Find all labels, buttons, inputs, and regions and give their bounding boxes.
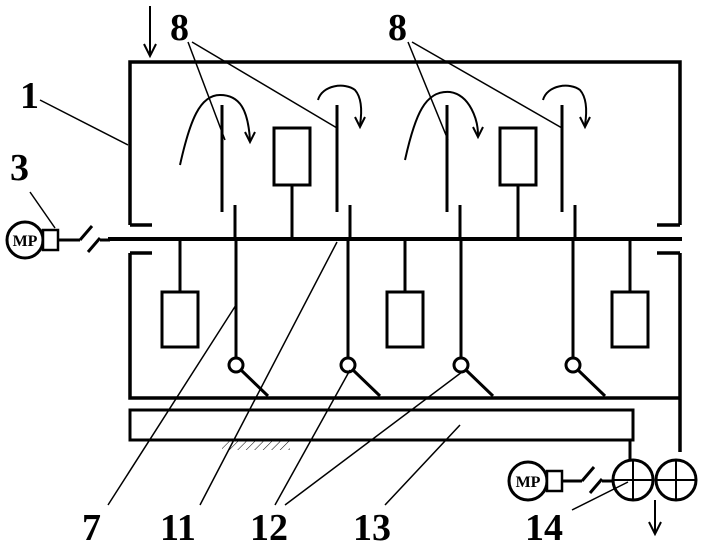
left-motor: MP <box>5 220 110 260</box>
lower-weights <box>160 239 650 349</box>
left-motor-label: MP <box>13 233 38 250</box>
leader-lines <box>29 41 629 511</box>
right-motor: MP <box>507 460 614 502</box>
label-12: 12 <box>250 507 288 547</box>
lower-chamber <box>128 251 682 452</box>
label-13: 13 <box>353 507 391 547</box>
label-1: 1 <box>20 75 39 117</box>
lower-rods <box>227 239 607 398</box>
label-14: 14 <box>525 507 563 547</box>
label-11: 11 <box>160 507 196 547</box>
upper-chamber <box>128 60 682 227</box>
right-motor-label: MP <box>516 474 541 491</box>
bottom-tray <box>128 408 635 462</box>
flow-arrows <box>179 84 591 166</box>
label-8-left: 8 <box>170 7 189 49</box>
inlet-arrow <box>143 6 157 59</box>
outlet-arrow <box>648 500 662 537</box>
upper-discs <box>220 105 577 239</box>
label-3: 3 <box>10 147 29 189</box>
discharge-rollers <box>611 458 698 502</box>
label-7: 7 <box>82 507 101 547</box>
label-8-right: 8 <box>388 7 407 49</box>
upper-weights <box>272 126 538 239</box>
